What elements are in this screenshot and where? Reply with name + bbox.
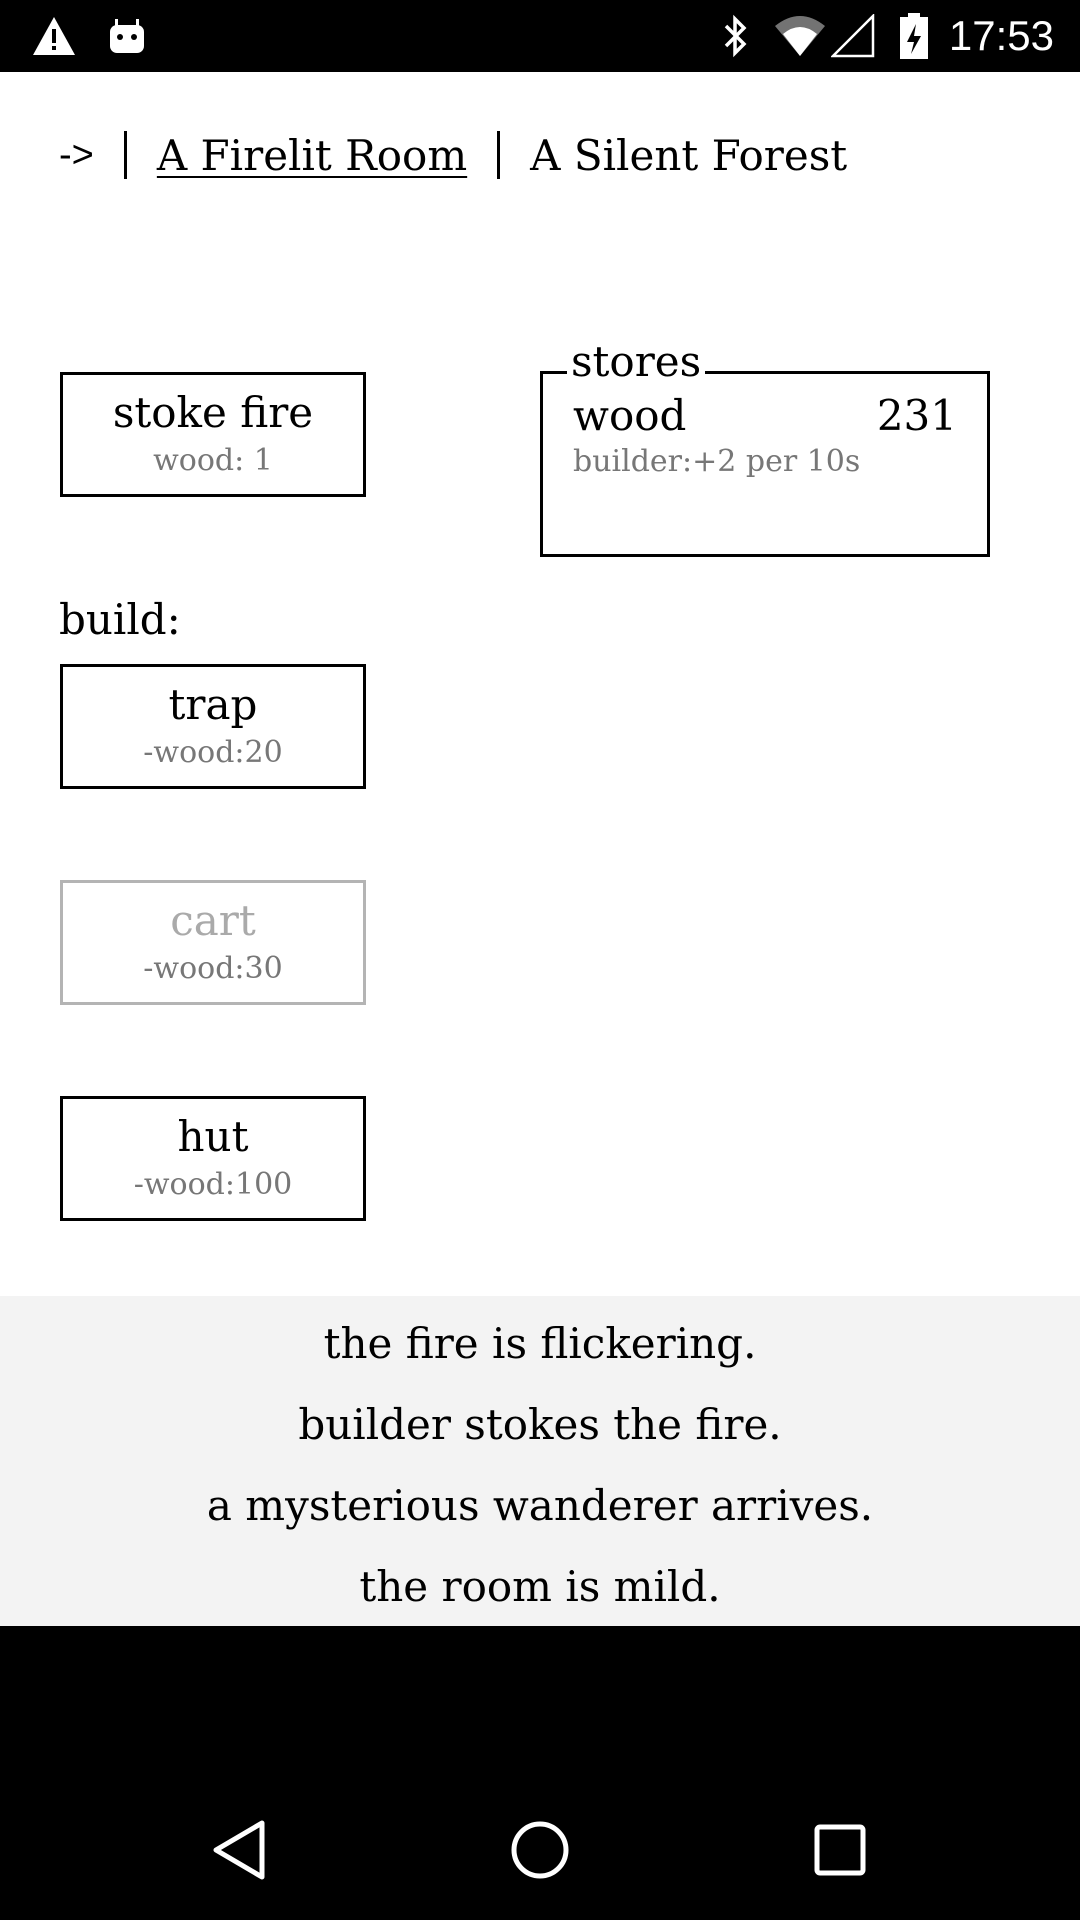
tab-firelit-room[interactable]: A Firelit Room [156,130,468,180]
header-divider [123,131,127,179]
build-cart-label: cart [170,896,256,945]
wifi-icon [772,0,828,72]
build-cart-button[interactable]: cart -wood:30 [60,880,366,1005]
notification-item: the room is mild. [359,1562,721,1611]
stoke-fire-label: stoke fire [112,388,314,437]
notification-item: the fire is flickering. [323,1319,757,1368]
build-label: build: [59,595,181,644]
store-item-value: 231 [876,391,957,440]
header-divider [497,131,501,179]
battery-charging-icon [896,0,932,72]
notifications-panel: the fire is flickering. builder stokes t… [0,1296,1080,1626]
tab-silent-forest[interactable]: A Silent Forest [530,130,848,180]
location-header: -> A Firelit Room A Silent Forest [59,125,847,185]
build-trap-cost: -wood:20 [143,735,283,770]
home-icon[interactable] [500,1810,580,1890]
build-trap-label: trap [168,680,258,729]
store-item-rate: builder:+2 per 10s [573,444,861,479]
status-bar: 17:53 [0,0,1080,72]
warning-icon [30,0,78,72]
stores-legend: stores [567,336,706,388]
signal-icon [830,0,876,72]
build-trap-button[interactable]: trap -wood:20 [60,664,366,789]
notification-item: builder stokes the fire. [298,1400,782,1449]
notification-item: a mysterious wanderer arrives. [206,1481,874,1530]
recents-icon[interactable] [800,1810,880,1890]
header-arrow: -> [59,133,94,176]
build-hut-label: hut [177,1112,249,1161]
stoke-fire-button[interactable]: stoke fire wood: 1 [60,372,366,497]
build-cart-cost: -wood:30 [143,951,283,986]
back-icon[interactable] [200,1810,280,1890]
build-hut-button[interactable]: hut -wood:100 [60,1096,366,1221]
stores-panel: stores wood 231 builder:+2 per 10s [540,336,990,557]
bluetooth-icon [716,0,756,72]
stoke-fire-cost: wood: 1 [153,443,273,478]
store-item-name: wood [573,391,687,440]
clock: 17:53 [948,12,1054,59]
build-hut-cost: -wood:100 [133,1167,293,1202]
android-icon [105,0,149,72]
navigation-bar [0,1626,1080,1920]
